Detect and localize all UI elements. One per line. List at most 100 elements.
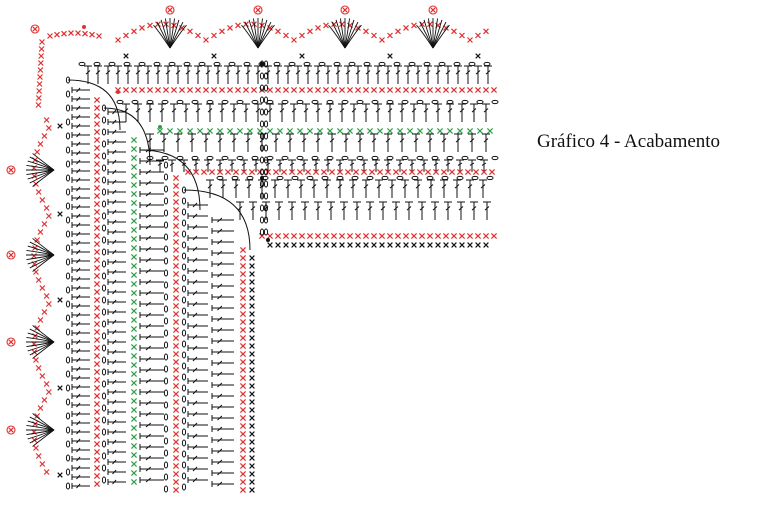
x-stitch [416,168,424,176]
chain-stitch [101,452,107,460]
chain-stitch [181,307,187,315]
x-stitch [236,127,244,135]
x-stitch [93,408,101,416]
x-stitch [249,303,255,309]
chain-stitch [259,132,265,140]
double-crochet-stitch [71,96,90,102]
x-stitch [472,168,480,176]
x-stitch [130,307,138,315]
x-stitch [93,256,101,264]
x-stitch [34,237,41,243]
x-stitch [249,287,255,293]
chain-stitch [163,485,169,493]
x-stitch [362,86,370,94]
x-stitch [130,298,138,306]
chain-stitch [101,404,107,412]
double-crochet-stitch [468,133,476,152]
double-crochet-stitch [107,109,126,115]
x-stitch [130,145,138,153]
x-stitch [283,242,289,248]
double-crochet-stitch [336,179,344,198]
double-crochet-stitch [216,159,224,172]
double-crochet-stitch [242,103,250,122]
x-stitch [448,168,456,176]
x-stitch [57,123,63,129]
x-stitch [239,478,247,486]
chain-stitch [101,440,107,448]
double-crochet-stitch [107,219,126,225]
x-stitch [170,86,178,94]
x-stitch [440,168,448,176]
chain-stitch [181,329,187,337]
double-crochet-stitch [211,338,234,344]
double-crochet-stitch [211,217,234,223]
double-crochet-stitch [274,65,282,84]
double-crochet-stitch [139,290,164,296]
x-stitch [282,86,290,94]
x-stitch [360,168,368,176]
x-stitch [370,86,378,94]
double-crochet-stitch [362,179,370,198]
chain-stitch [416,99,424,105]
chain-stitch [259,96,265,104]
x-stitch [93,128,101,136]
x-stitch [249,415,255,421]
x-stitch [249,439,255,445]
x-stitch [203,37,209,43]
x-stitch [172,374,180,382]
double-crochet-stitch [107,289,126,295]
double-crochet-stitch [427,179,435,198]
chain-stitch [101,116,107,124]
chain-stitch [181,340,187,348]
x-stitch [208,168,216,176]
x-stitch [166,127,174,135]
x-stitch [37,405,44,411]
chain-stitch [163,233,169,241]
double-crochet-stitch [464,65,472,84]
double-crochet-stitch [104,65,112,84]
x-stitch [93,384,101,392]
double-crochet-stitch [354,65,362,84]
x-stitch [43,381,50,387]
double-crochet-stitch [348,159,356,172]
chain-stitch [163,449,169,457]
x-stitch [39,461,46,467]
x-stitch [45,301,52,307]
x-stitch [456,168,464,176]
x-stitch [426,127,434,135]
chain-stitch [351,175,359,181]
x-stitch [39,373,46,379]
chain-stitch [101,200,107,208]
chain-stitch [181,373,187,381]
double-crochet-stitch [71,330,90,336]
x-stitch [239,406,247,414]
x-stitch [93,208,101,216]
x-stitch [371,242,377,248]
slip-stitch-dot [158,125,162,129]
chart-caption: Gráfico 4 - Acabamento [537,131,721,152]
x-stitch [131,28,137,35]
chain-stitch [146,99,154,105]
x-stitch [93,160,101,168]
chain-stitch [263,60,269,68]
chain-stitch [78,61,86,67]
double-crochet-stitch [107,149,126,155]
x-stitch [172,486,180,494]
chain-stitch [296,99,304,105]
x-stitch [172,318,180,326]
x-stitch [474,86,482,94]
x-stitch [93,464,101,472]
x-stitch [239,438,247,446]
chain-stitch [176,99,184,105]
double-crochet-stitch [211,239,234,245]
chain-stitch [416,155,424,161]
double-crochet-stitch [124,65,132,84]
x-stitch [456,127,464,135]
double-crochet-stitch [482,103,490,122]
turning-arc [139,149,201,211]
double-crochet-stitch [71,105,90,111]
x-stitch [130,136,138,144]
x-stitch [93,240,101,248]
fan-stitch [26,429,55,435]
double-crochet-stitch [211,448,234,454]
